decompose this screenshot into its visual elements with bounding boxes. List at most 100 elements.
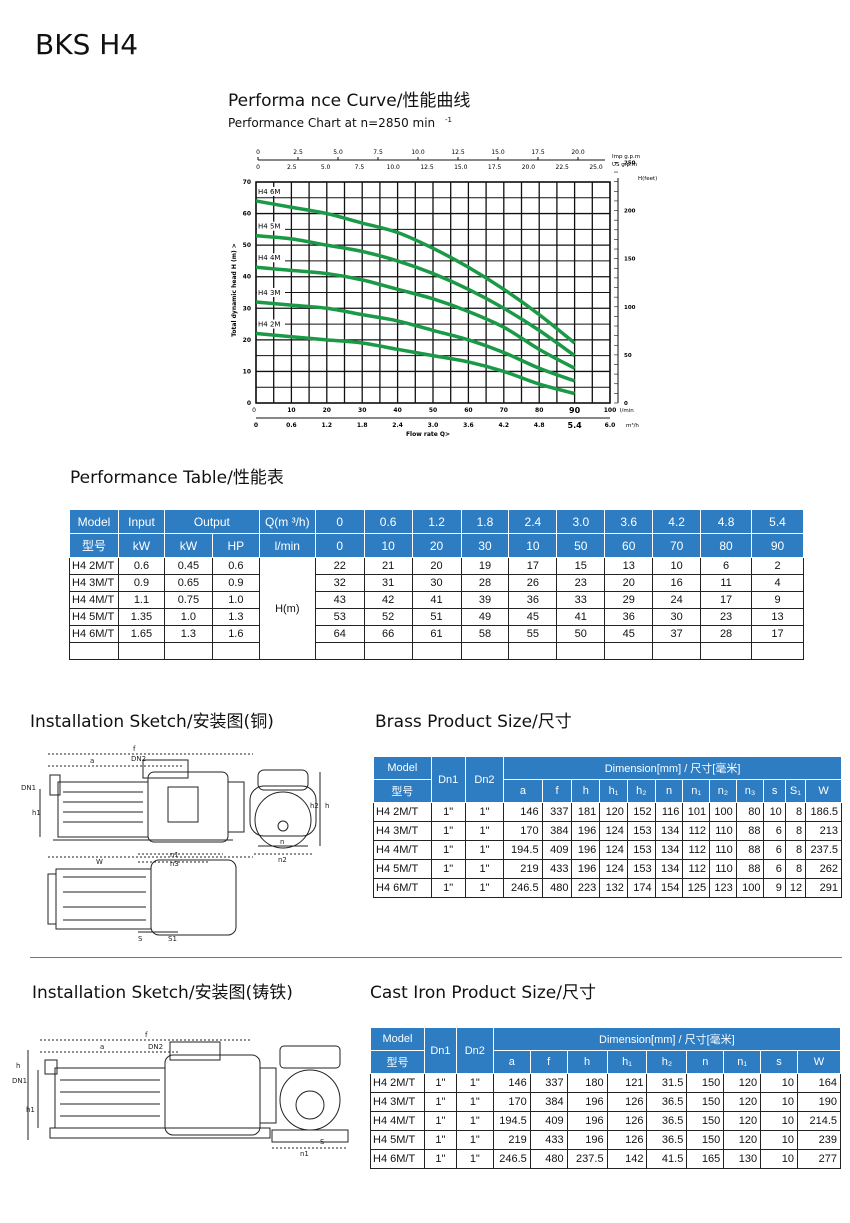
perf-h-output: Output: [163, 509, 260, 534]
cast-terminal-box: [169, 1041, 221, 1061]
perf-head: 23: [700, 608, 753, 626]
imp-tick-label: 17.5: [531, 149, 545, 156]
perf-kw: 0.45: [163, 557, 213, 575]
perf-head: 53: [314, 608, 365, 626]
perf-q-lmin: 70: [652, 533, 702, 558]
cast-dn2: 1": [455, 1130, 494, 1150]
brass-dn2: 1": [464, 802, 505, 822]
brass-col-header: S₁: [784, 779, 807, 803]
series-line-h4-6m: [255, 199, 576, 345]
cast-dim: 237.5: [566, 1149, 608, 1169]
x-m3h-tick-label: 4.2: [498, 422, 509, 429]
perf-head: 30: [411, 574, 462, 592]
brass-model: H4 2M/T: [373, 802, 432, 822]
cast-dim: 126: [606, 1092, 648, 1112]
y-tick-label: 30: [243, 305, 251, 312]
brass-dim: 409: [541, 840, 573, 860]
cast-dim: 150: [686, 1111, 725, 1131]
cast-col-header: n₁: [723, 1050, 762, 1074]
imp-tick-label: 2.5: [293, 149, 303, 156]
cast-dn1: 1": [423, 1130, 457, 1150]
brass-dim: 123: [709, 878, 737, 898]
us-tick-label: 15.0: [454, 164, 468, 171]
x-m3h-tick-label: 0.6: [286, 422, 297, 429]
series-label-bg: [257, 186, 285, 196]
brass-dim: 153: [626, 840, 656, 860]
cast-dim-f: f: [145, 1031, 148, 1039]
brass-dim-dn2: DN2: [131, 755, 146, 763]
feet-tick-label: 200: [624, 209, 636, 215]
cast-col-header: h₁: [606, 1050, 648, 1074]
perf-head: 6: [700, 557, 753, 575]
perf-table-title: Performance Table/性能表: [70, 468, 284, 488]
perf-empty-cell: [604, 642, 654, 660]
cast-dim: 384: [529, 1092, 568, 1112]
x-lmin-unit: l/min: [620, 408, 634, 414]
series-label: H4 3M: [258, 289, 280, 297]
cast-model: H4 3M/T: [370, 1092, 425, 1112]
cast-dim-n1: n1: [300, 1150, 309, 1158]
cast-dim: 36.5: [646, 1130, 688, 1150]
brass-dim: 196: [571, 840, 601, 860]
cast-dim: 121: [606, 1073, 648, 1093]
series-label: H4 4M: [258, 254, 280, 262]
cast-dim: 120: [723, 1111, 762, 1131]
cast-col-header: n: [686, 1050, 725, 1074]
brass-dim: 194.5: [503, 840, 543, 860]
feet-tick-label: 0: [624, 401, 628, 407]
brass-dim: 8: [784, 802, 807, 822]
x-lmin-tick-label: 50: [429, 407, 437, 414]
cast-col-header: a: [492, 1050, 531, 1074]
us-tick-label: 10.0: [387, 164, 401, 171]
cast-dim-dn2: DN2: [148, 1043, 163, 1051]
imp-tick-label: 7.5: [373, 149, 383, 156]
cast-col-header: s: [760, 1050, 798, 1074]
brass-dim: 170: [503, 821, 543, 841]
brass-dim: 9: [763, 878, 786, 898]
y-axis-label: Total dynamic head H (m) >: [231, 243, 238, 337]
perf-empty-cell: [411, 642, 462, 660]
brass-dim: 12: [784, 878, 807, 898]
brass-col-header: n: [654, 779, 684, 803]
brass-dn1: 1": [430, 878, 466, 898]
section-divider: [30, 957, 842, 958]
imp-tick-label: 10.0: [411, 149, 425, 156]
perf-empty-cell: [556, 642, 606, 660]
perf-empty-cell: [363, 642, 413, 660]
x-m3h-tick-label: 3.6: [463, 422, 474, 429]
brass-col-header: h₁: [599, 779, 628, 803]
perf-head: 20: [604, 574, 654, 592]
cast-dim: 10: [760, 1149, 798, 1169]
brass-inlet: [49, 774, 61, 796]
brass-h-dn2: Dn2: [464, 756, 505, 803]
brass-dim: 125: [682, 878, 711, 898]
brass-dim: 124: [599, 821, 628, 841]
perf-head: 22: [314, 557, 365, 575]
perf-q-m3h: 0.6: [363, 509, 413, 534]
brass-label-plate: [167, 786, 199, 823]
series-label-bg: [257, 221, 285, 231]
perf-head: 23: [556, 574, 606, 592]
perf-q-lmin: 10: [508, 533, 558, 558]
brass-dim-h: h: [325, 802, 329, 810]
feet-unit: H(feet): [638, 176, 657, 182]
cast-dim: 409: [529, 1111, 568, 1131]
x-lmin-tick-label: 30: [358, 407, 366, 414]
brass-dim-f: f: [133, 745, 136, 753]
brass-h-dim: Dimension[mm] / 尺寸[毫米]: [503, 756, 842, 780]
brass-dim: 110: [709, 840, 737, 860]
brass-dim: 213: [805, 821, 842, 841]
imp-tick-label: 12.5: [451, 149, 465, 156]
y-tick-label: 70: [243, 179, 251, 186]
brass-dim: 223: [571, 878, 601, 898]
y-tick-label: 10: [243, 368, 251, 375]
cast-dn1: 1": [423, 1092, 457, 1112]
us-tick-label: 2.5: [287, 164, 297, 171]
brass-dim: 132: [599, 878, 628, 898]
perf-head: 36: [604, 608, 654, 626]
